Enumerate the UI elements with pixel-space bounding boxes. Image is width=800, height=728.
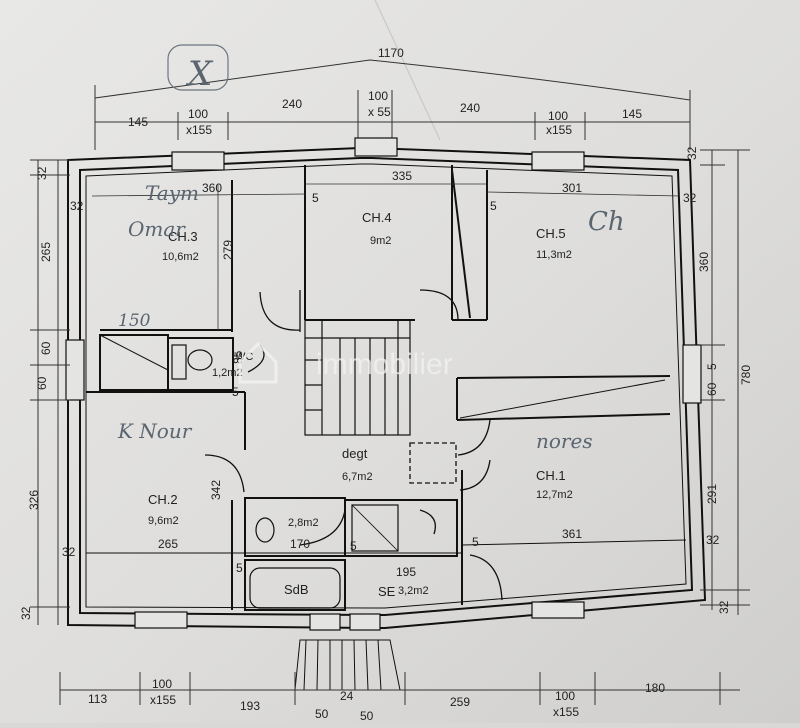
room-ch1-area: 12,7m2: [536, 489, 573, 501]
dim-left-32c: 32: [19, 606, 33, 620]
inner-dimension-lines: [91, 183, 681, 330]
dim-sdb-5: 5: [350, 539, 357, 553]
dim-right-5: 5: [705, 363, 719, 370]
dim-ch5-width: 301: [562, 181, 582, 195]
dim-ch4-5a: 5: [312, 191, 319, 205]
fixtures: [171, 344, 399, 609]
dim-top-145c: 145: [622, 107, 642, 121]
dim-ch4-width: 335: [392, 169, 412, 183]
dim-total-width: 1170: [378, 46, 404, 60]
exterior-steps: [294, 639, 401, 691]
dim-ch2-5: 5: [236, 561, 243, 575]
dim-ch1-5: 5: [472, 535, 479, 549]
handwritten-ch3-note1: Taym: [145, 181, 199, 205]
dim-top-x155c: x155: [546, 123, 572, 137]
room-ch4-area: 9m2: [370, 235, 391, 247]
dim-top-240b: 240: [460, 101, 480, 115]
right-dimension-lines: [700, 149, 750, 615]
dim-left-32b: 32: [62, 545, 76, 559]
dim-ch3-32: 32: [70, 199, 84, 213]
bottom-windows: [134, 601, 585, 631]
room-se-label: SE: [378, 584, 396, 599]
dim-left-326: 326: [27, 490, 41, 510]
dim-top-100b: 100: [368, 89, 388, 103]
dim-ch5-5: 5: [490, 199, 497, 213]
left-dimension-lines: [30, 159, 70, 625]
handwritten-wc-note: 150: [118, 311, 151, 331]
room-sdb-area: 2,8m2: [288, 517, 319, 529]
dim-left-32a: 32: [35, 166, 49, 180]
dim-sdb-170: 170: [290, 537, 310, 551]
handwritten-ch5-note: Ch: [588, 207, 625, 237]
dim-right-291: 291: [705, 484, 719, 504]
dim-right-32a: 32: [685, 146, 699, 160]
room-degt-area: 6,7m2: [342, 471, 373, 483]
dim-left-60b: 60: [35, 376, 49, 390]
room-se-area: 3,2m2: [398, 585, 429, 597]
dim-wc-5: 5: [232, 385, 239, 399]
room-degt-label: degt: [342, 446, 368, 461]
dim-bottom-259: 259: [450, 695, 470, 709]
room-sdb-label: SdB: [284, 582, 309, 597]
room-ch3-label: CH.3: [168, 229, 198, 244]
room-ch3-area: 10,6m2: [162, 251, 199, 263]
dim-top-x55: x 55: [368, 105, 391, 119]
dim-bottom-50b: 50: [360, 709, 374, 723]
dim-bottom-50a: 50: [315, 707, 329, 721]
dim-bottom-193: 193: [240, 699, 260, 713]
dim-ch3-width: 360: [202, 181, 222, 195]
dim-ch2-265: 265: [158, 537, 178, 551]
dim-bottom-100b: 100: [555, 689, 575, 703]
room-wc-area: 1,2m2: [212, 367, 243, 379]
handwritten-ch1-note: nores: [536, 429, 593, 453]
dim-ch2-342: 342: [209, 480, 223, 500]
dim-right-32b: 32: [717, 600, 731, 614]
room-ch2-label: CH.2: [148, 492, 178, 507]
dim-left-265: 265: [39, 242, 53, 262]
room-ch4-label: CH.4: [362, 210, 392, 225]
handwritten-ch2-note: K Nour: [117, 419, 193, 443]
top-windows: [171, 137, 585, 171]
top-dimension-lines: [94, 59, 691, 150]
dim-ch5-32: 32: [683, 191, 697, 205]
dim-right-60: 60: [705, 382, 719, 396]
dim-bottom-x155b: x155: [553, 705, 579, 719]
dim-right-780: 780: [739, 365, 753, 385]
door-swings: [204, 289, 503, 601]
dim-top-x155a: x155: [186, 123, 212, 137]
paper-fold: [374, 0, 441, 141]
handwritten-ch3-note2: Omar: [128, 217, 186, 241]
room-ch1-label: CH.1: [536, 468, 566, 483]
dim-ch3-height: 279: [221, 240, 235, 260]
bottom-dimension-lines: [59, 672, 740, 705]
staircase: [304, 319, 411, 436]
dim-top-145a: 145: [128, 115, 148, 129]
interior-walls: [86, 165, 687, 611]
dim-top-100a: 100: [188, 107, 208, 121]
dim-right-360: 360: [697, 252, 711, 272]
handwritten-x-mark: X: [185, 54, 214, 94]
dim-right-32c: 32: [706, 533, 720, 547]
dim-top-100c: 100: [548, 109, 568, 123]
room-ch5-area: 11,3m2: [536, 249, 572, 261]
handwritten-x-circle: [167, 44, 229, 91]
dim-se-195: 195: [396, 565, 416, 579]
watermark-text: immobilier: [316, 348, 453, 381]
dim-ch1-361: 361: [562, 527, 582, 541]
dim-bottom-x155a: x155: [150, 693, 176, 707]
side-windows: [65, 339, 702, 404]
room-ch5-label: CH.5: [536, 226, 566, 241]
dim-bottom-180: 180: [645, 681, 665, 695]
room-ch2-area: 9,6m2: [148, 515, 179, 527]
dim-bottom-113: 113: [88, 692, 107, 706]
watermark-logo: immobilier: [238, 341, 453, 384]
dim-bottom-24: 24: [340, 689, 354, 703]
dim-left-60a: 60: [39, 341, 53, 355]
dim-top-240a: 240: [282, 97, 302, 111]
dim-bottom-100a: 100: [152, 677, 172, 691]
shower-outline: [409, 442, 457, 484]
